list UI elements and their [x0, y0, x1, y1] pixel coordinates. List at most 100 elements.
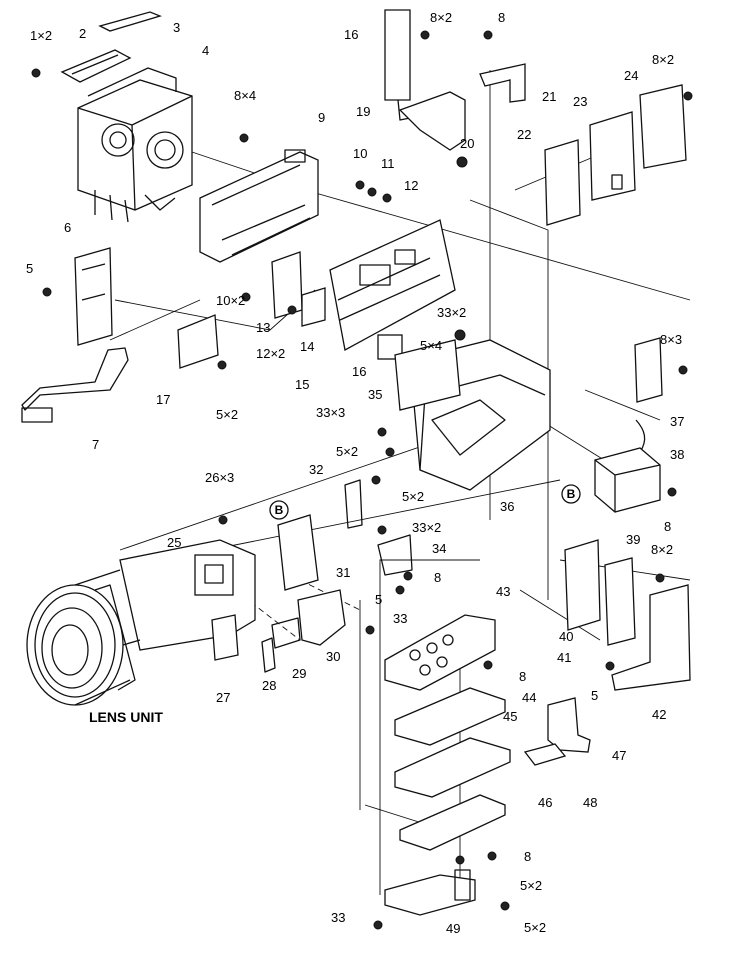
callout-label: 4	[202, 43, 209, 58]
callout-label: 29	[292, 666, 306, 681]
bracket-46	[399, 794, 506, 851]
callout-label: 19	[356, 104, 370, 119]
callout-label: 33	[393, 611, 407, 626]
callout-label: 42	[652, 707, 666, 722]
bracket-32	[344, 479, 363, 529]
callout-label: 25	[167, 535, 181, 550]
callout-label: 5×2	[216, 407, 238, 422]
pin-28	[261, 637, 276, 673]
callout-label: 8	[519, 669, 526, 684]
callout-label: 48	[583, 795, 597, 810]
callout-label: 24	[624, 68, 638, 83]
callout-label: 30	[326, 649, 340, 664]
callout-label: 49	[446, 921, 460, 936]
callout-label: 10	[353, 146, 367, 161]
callout-label: 33×2	[437, 305, 466, 320]
mechanism-block	[77, 67, 193, 223]
callout-label: 34	[432, 541, 446, 556]
reference-letter: B	[275, 503, 284, 517]
top-plate	[60, 49, 132, 83]
bracket-21	[479, 63, 526, 103]
bracket-34	[377, 534, 413, 576]
callout-label: 35	[368, 387, 382, 402]
callout-label: 2	[79, 26, 86, 41]
flex-cable	[21, 347, 129, 423]
callout-label: 10×2	[216, 293, 245, 308]
plate-27	[211, 614, 239, 661]
callout-label: 5×2	[402, 489, 424, 504]
callout-label: 28	[262, 678, 276, 693]
connector-48	[523, 743, 567, 766]
callout-label: 8	[664, 519, 671, 534]
callout-label: 36	[500, 499, 514, 514]
callout-label: 33×2	[412, 520, 441, 535]
callout-label: 20	[460, 136, 474, 151]
main-circuit-board	[329, 219, 456, 360]
callout-label: 26×3	[205, 470, 234, 485]
callouts: 1×2 2 3 4 8×4 9 10 11 12 16 8×2 8 19 20 …	[26, 10, 684, 936]
callout-label: 5×2	[524, 920, 546, 935]
board-40	[564, 539, 601, 631]
callout-label: 16	[352, 364, 366, 379]
callout-label: 8	[434, 570, 441, 585]
callout-label: 8×2	[652, 52, 674, 67]
reference-letter: B	[567, 487, 576, 501]
callout-label: 12	[404, 178, 418, 193]
central-frame	[394, 339, 551, 491]
callout-label: 9	[318, 110, 325, 125]
small-brackets	[177, 251, 326, 369]
side-bracket	[74, 247, 113, 346]
callout-label: 8×3	[660, 332, 682, 347]
callout-label: 14	[300, 339, 314, 354]
callout-label: 8	[524, 849, 531, 864]
callout-label: 17	[156, 392, 170, 407]
callout-label: 40	[559, 629, 573, 644]
callout-label: 27	[216, 690, 230, 705]
callout-label: 16	[344, 27, 358, 42]
callout-label: 5	[375, 592, 382, 607]
lens-unit-caption: LENS UNIT	[89, 709, 163, 725]
callout-label: 22	[517, 127, 531, 142]
part-38	[635, 419, 646, 453]
callout-label: 5×2	[520, 878, 542, 893]
box-22	[544, 139, 581, 226]
callout-label: 47	[612, 748, 626, 763]
callout-label: 31	[336, 565, 350, 580]
callout-label: 23	[573, 94, 587, 109]
callout-label: 45	[503, 709, 517, 724]
bracket-29	[271, 617, 301, 649]
callout-label: 11	[381, 156, 395, 171]
long-frame	[199, 149, 319, 263]
callout-label: 32	[309, 462, 323, 477]
board-44	[394, 687, 506, 746]
bracket-49	[384, 869, 476, 916]
callout-label: 39	[626, 532, 640, 547]
reference-mark-right: B	[561, 484, 581, 504]
bracket-19	[398, 91, 466, 151]
callout-label: 37	[670, 414, 684, 429]
callout-label: 33×3	[316, 405, 345, 420]
callout-label: 1×2	[30, 28, 52, 43]
callout-label: 21	[542, 89, 556, 104]
callout-label: 15	[295, 377, 309, 392]
box-23	[589, 111, 636, 201]
callout-label: 3	[173, 20, 180, 35]
screws	[31, 30, 693, 930]
flex-47	[547, 697, 591, 753]
callout-label: 13	[256, 320, 270, 335]
callout-label: 5×4	[420, 338, 442, 353]
callout-label: 12×2	[256, 346, 285, 361]
board-45	[394, 737, 511, 798]
box-24	[639, 84, 687, 169]
callout-label: 46	[538, 795, 552, 810]
callout-label: 8×4	[234, 88, 256, 103]
box-39	[594, 447, 661, 513]
callout-label: 6	[64, 220, 71, 235]
board-41	[604, 557, 636, 646]
callout-label: 8	[498, 10, 505, 25]
bracket-30	[297, 589, 346, 646]
callout-label: 8×2	[651, 542, 673, 557]
callout-label: 7	[92, 437, 99, 452]
callout-label: 33	[331, 910, 345, 925]
